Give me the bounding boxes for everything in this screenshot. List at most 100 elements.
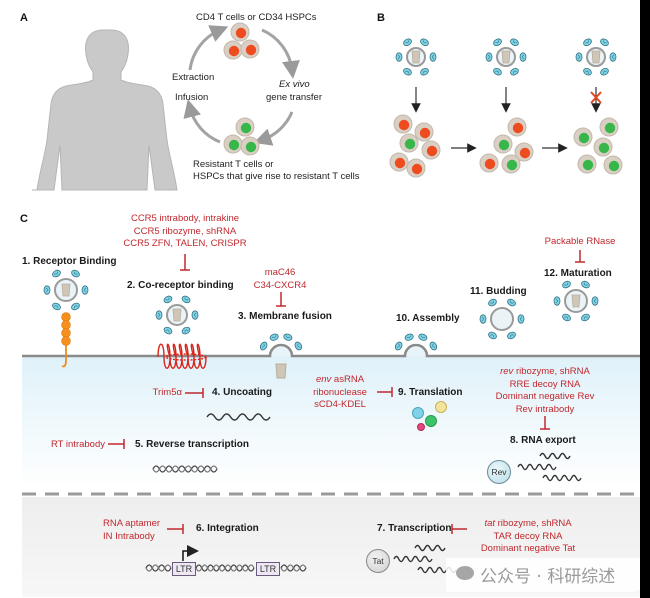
spike-line <box>555 298 558 304</box>
inhibitor-gene-italic: rev <box>500 366 514 377</box>
spike-lobe <box>562 280 571 289</box>
envelope-glycoprotein-icon <box>163 326 173 335</box>
spike-line <box>577 54 580 60</box>
cd4-domain <box>61 336 71 346</box>
cell-nucleus <box>404 138 416 150</box>
envelope-glycoprotein-icon <box>488 331 497 340</box>
promoter-arrow-icon <box>182 545 199 561</box>
ltr-left-box: LTR <box>172 562 196 576</box>
step-reverse-transcription: 5. Reverse transcription <box>135 439 249 450</box>
envelope-glycoprotein-icon <box>420 38 429 47</box>
step-uncoating: 4. Uncoating <box>212 387 273 398</box>
envelope-glycoprotein-icon <box>493 67 502 76</box>
capsid-core-icon <box>591 50 601 64</box>
spike-lobe <box>418 333 428 341</box>
spike-lobe <box>181 295 191 304</box>
envelope-glycoprotein-icon <box>519 52 527 62</box>
spike-line <box>184 329 189 333</box>
human-silhouette-icon <box>32 29 178 191</box>
spike-line <box>73 305 78 309</box>
spike-lobe <box>403 38 412 47</box>
resistant-cell <box>603 155 623 175</box>
spike-line <box>522 54 525 60</box>
panel-a-label: A <box>20 12 28 24</box>
envelope-glycoprotein-icon <box>562 280 571 289</box>
viral-rna-icon <box>206 413 271 421</box>
spike-line <box>612 54 615 60</box>
rev-protein: Rev <box>487 460 511 484</box>
inhibitor-text: Trim5α <box>152 387 182 398</box>
spike-lobe <box>507 298 516 307</box>
inhibitor-text: rev ribozyme, shRNA <box>500 366 590 377</box>
inhibitor-text: Dominant negative Rev <box>495 391 595 402</box>
hiv-virion-icon <box>553 280 599 322</box>
ltr-right-box: LTR <box>256 562 280 576</box>
envelope-glycoprotein-icon <box>420 67 429 76</box>
transcript-rna-icon <box>414 544 446 552</box>
inhibitor-gene-italic: tat <box>484 518 495 529</box>
resistant-cell <box>599 117 619 137</box>
spike-line <box>271 335 276 339</box>
infected-cell <box>507 117 527 137</box>
envelope-glycoprotein-icon <box>52 269 61 278</box>
rna-export-inhibitors: rev ribozyme, shRNA RRE decoy RNA Domina… <box>485 366 605 416</box>
spike-line <box>84 287 87 293</box>
envelope-glycoprotein-icon <box>488 298 497 307</box>
infected-cell <box>421 140 441 160</box>
cycle-arrow-gene-transfer <box>261 28 300 79</box>
top-cells-label: CD4 T cells or CD34 HSPCs <box>196 12 317 23</box>
spike-line <box>422 40 427 44</box>
inhibitor-text: maC46 <box>264 267 296 278</box>
maturation-inhibitors: Packable RNase <box>535 236 625 249</box>
resistant-cell <box>573 127 593 147</box>
step-membrane-fusion: 3. Membrane fusion <box>238 311 332 322</box>
envelope-glycoprotein-icon <box>581 280 590 289</box>
step-transcription: 7. Transcription <box>377 523 452 534</box>
cd4-tail <box>61 345 67 368</box>
spike-lobe <box>488 331 497 340</box>
spike-lobe <box>420 38 429 47</box>
cell-nucleus <box>598 142 610 154</box>
envelope-glycoprotein-icon <box>510 67 519 76</box>
spike-line <box>585 40 590 44</box>
spike-lobe <box>600 67 609 76</box>
wechat-icon <box>456 566 474 580</box>
envelope-glycoprotein-icon <box>429 52 437 62</box>
spike-line <box>73 271 78 275</box>
spike-lobe <box>155 310 163 320</box>
resistant-cells-label-line2: HSPCs that give rise to resistant T cell… <box>193 171 360 182</box>
cycle-arrow-infusion <box>183 99 221 144</box>
ccr5-beads <box>165 353 207 361</box>
step-receptor-binding: 1. Receptor Binding <box>22 256 117 267</box>
host-dna-right-strand <box>280 564 307 572</box>
cell-nucleus <box>228 139 240 151</box>
spike-lobe <box>394 341 403 351</box>
spike-line <box>396 343 400 348</box>
cell-nucleus <box>411 163 423 175</box>
resistant-cell <box>235 117 255 137</box>
spike-line <box>509 300 514 304</box>
spike-line <box>512 70 517 74</box>
envelope-glycoprotein-icon <box>479 314 487 324</box>
spike-line <box>421 335 426 339</box>
spike-lobe <box>71 269 80 278</box>
step-maturation: 12. Maturation <box>544 268 612 279</box>
resistant-cells-label-line1: Resistant T cells or <box>193 159 274 170</box>
spike-line <box>564 316 569 320</box>
capsid-core-icon <box>61 283 71 297</box>
inhibitor-text: CCR5 intrabody, intrakine <box>130 213 240 224</box>
spike-line <box>286 335 291 339</box>
cd4-domain <box>61 320 71 330</box>
spike-line <box>432 54 435 60</box>
capsid-core-icon <box>275 363 287 379</box>
spike-line <box>157 312 160 318</box>
cell-nucleus <box>519 147 531 159</box>
envelope-glycoprotein-icon <box>71 269 80 278</box>
spike-lobe <box>562 313 571 322</box>
panel-c-label: C <box>20 213 28 225</box>
tat-protein: Tat <box>366 549 390 573</box>
spike-line <box>602 70 607 74</box>
envelope-glycoprotein-icon <box>575 52 583 62</box>
spike-line <box>261 343 265 348</box>
spike-line <box>54 305 59 309</box>
